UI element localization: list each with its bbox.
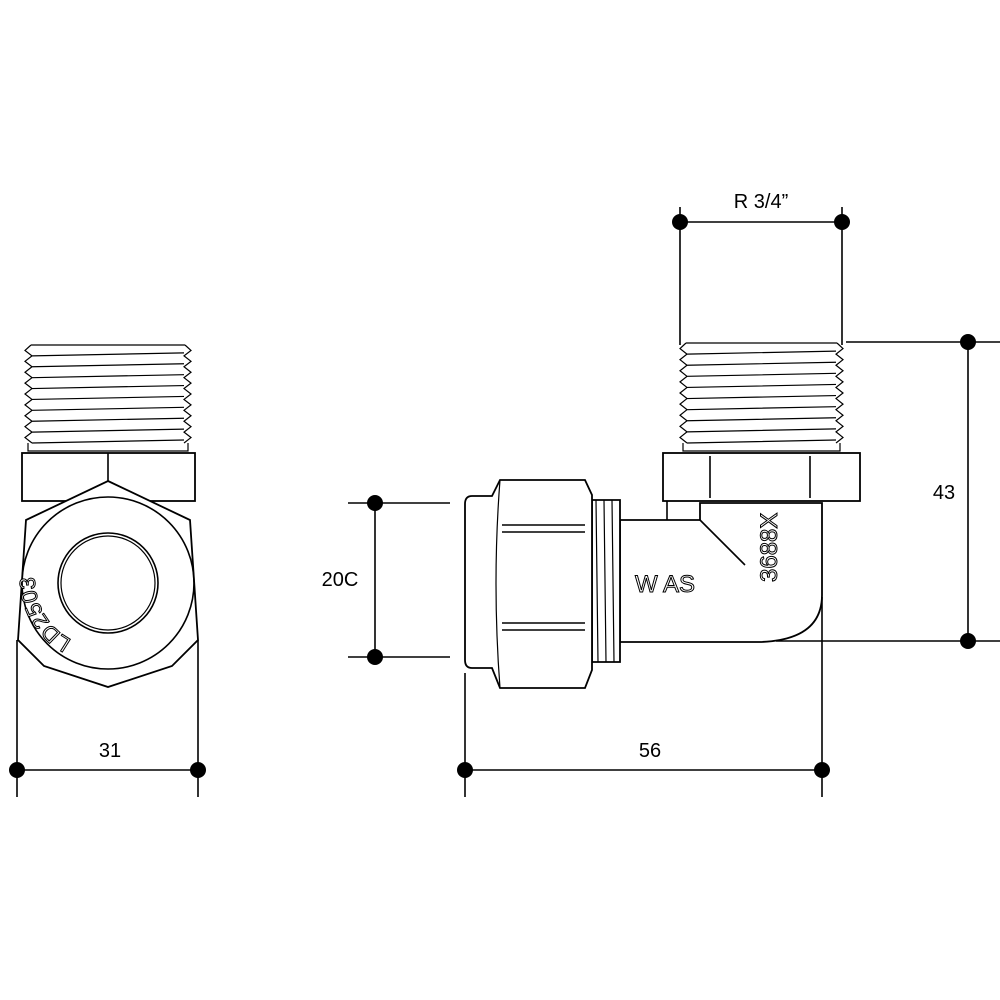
side-view: W AS 3688X R 3/4” 43 20C 56 — [322, 191, 1000, 797]
dim-label-length: 56 — [639, 740, 661, 762]
side-view-hex — [662, 452, 861, 502]
dim-label-thread: R 3/4” — [734, 191, 788, 213]
end-view: LD2503 31 — [9, 344, 206, 797]
end-view-thread — [24, 344, 192, 452]
compression-nut — [464, 479, 593, 689]
end-view-nut — [17, 480, 199, 688]
side-view-thread — [679, 342, 844, 452]
pipe-bore — [57, 532, 159, 634]
thread-lines — [24, 344, 192, 452]
dim-label-pipe: 20C — [322, 569, 359, 591]
dim-label-width: 31 — [99, 740, 121, 762]
thread-lines — [679, 342, 844, 452]
dim-label-height: 43 — [933, 482, 955, 504]
elbow-body — [619, 502, 823, 643]
brand-marking: W AS — [635, 571, 695, 598]
standard-marking: 3688X — [756, 513, 783, 582]
